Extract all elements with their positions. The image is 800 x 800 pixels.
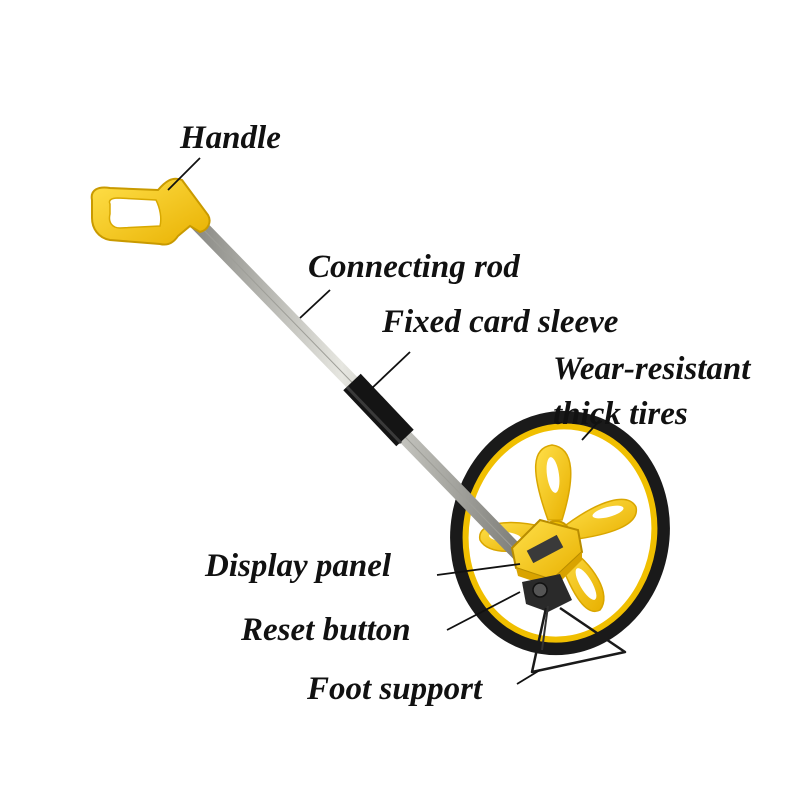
label-handle: Handle [180,120,281,156]
label-tires-line2: thick tires [553,396,688,432]
label-reset-button: Reset button [241,612,411,648]
label-display-panel: Display panel [205,548,392,584]
label-tires-line1: Wear-resistant [553,351,751,387]
label-foot-support: Foot support [307,671,483,707]
tire [450,410,670,656]
leader-fixed-card-sleeve [369,351,411,391]
leader-handle [167,157,201,191]
reset-button [522,574,572,612]
foot-support [530,605,627,674]
leader-display-panel [436,563,521,576]
leader-connecting-rod [299,289,331,319]
fixed-card-sleeve [343,373,414,447]
leader-lines [167,157,601,685]
rim [462,423,658,643]
label-connecting-rod: Connecting rod [308,249,520,285]
label-fixed-card-sleeve: Fixed card sleeve [382,304,619,340]
leader-tires [581,419,601,441]
handle [90,177,211,246]
leader-reset-button [446,591,521,631]
leader-foot-support [516,669,541,685]
display-panel [510,518,584,588]
